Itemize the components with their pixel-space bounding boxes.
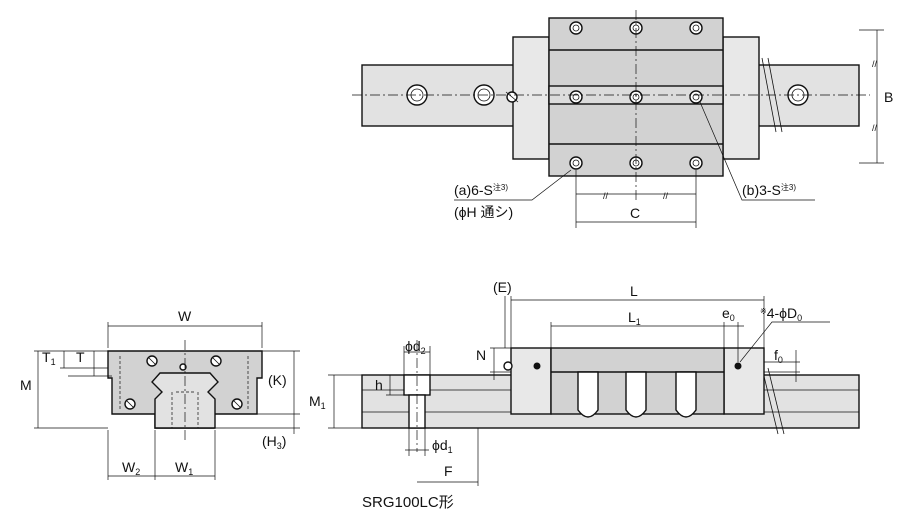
side-view: ϕd2 h ϕd1 F M1 N (E) L L1 e0 bbox=[309, 279, 860, 486]
roller-icons bbox=[577, 371, 697, 418]
top-end-seal-right bbox=[722, 36, 760, 160]
dim-D0-label: ※4-ϕD0 bbox=[760, 305, 802, 323]
dim-L-label: L bbox=[630, 283, 638, 299]
callout-a-label: (a)6-S注3) bbox=[454, 182, 508, 198]
side-end-seal-right bbox=[723, 347, 765, 415]
dim-f0-label: f0 bbox=[774, 347, 783, 365]
callout-a-sub-label: (ϕH 通シ) bbox=[454, 204, 513, 220]
parallel-mark: // bbox=[872, 123, 878, 133]
side-mounting-holes bbox=[503, 361, 742, 371]
dim-W1-label: W1 bbox=[175, 459, 193, 477]
dim-d1-label: ϕd1 bbox=[432, 437, 453, 455]
dim-W-label: W bbox=[178, 308, 192, 324]
dim-M-label: M bbox=[20, 377, 32, 393]
dim-d2-label: ϕd2 bbox=[405, 338, 426, 356]
dim-e0-label: e0 bbox=[722, 305, 735, 323]
callout-b-label: (b)3-S注3) bbox=[742, 182, 796, 198]
end-view: W T1 T M (K) (H3) W2 W1 bbox=[20, 308, 300, 480]
end-view-bolts bbox=[124, 355, 243, 410]
dim-N-label: N bbox=[476, 347, 486, 363]
parallel-mark: // bbox=[663, 191, 669, 201]
dim-M1-label: M1 bbox=[309, 393, 326, 411]
dim-C-label: C bbox=[630, 205, 640, 221]
grease-nipple-icon bbox=[505, 91, 519, 103]
parallel-mark: // bbox=[603, 191, 609, 201]
top-view: // // B // // C (a)6-S注3) (ϕH 通シ) (b)3-S… bbox=[352, 10, 893, 228]
dim-L1-label: L1 bbox=[628, 309, 641, 327]
dim-E-label: (E) bbox=[493, 279, 512, 295]
dim-H3-label: (H3) bbox=[262, 433, 286, 451]
dim-F-label: F bbox=[444, 463, 453, 479]
dim-K-label: (K) bbox=[268, 372, 287, 388]
model-caption: SRG100LC形 bbox=[362, 494, 454, 511]
parallel-mark: // bbox=[872, 59, 878, 69]
dim-B-label: B bbox=[884, 89, 893, 105]
dim-W2-label: W2 bbox=[122, 459, 140, 477]
dim-h-label: h bbox=[375, 377, 383, 393]
dim-T-label: T bbox=[76, 349, 85, 365]
dim-T1-label: T1 bbox=[42, 349, 56, 367]
side-end-seal-left bbox=[510, 347, 552, 415]
top-end-seal-left bbox=[512, 36, 550, 160]
